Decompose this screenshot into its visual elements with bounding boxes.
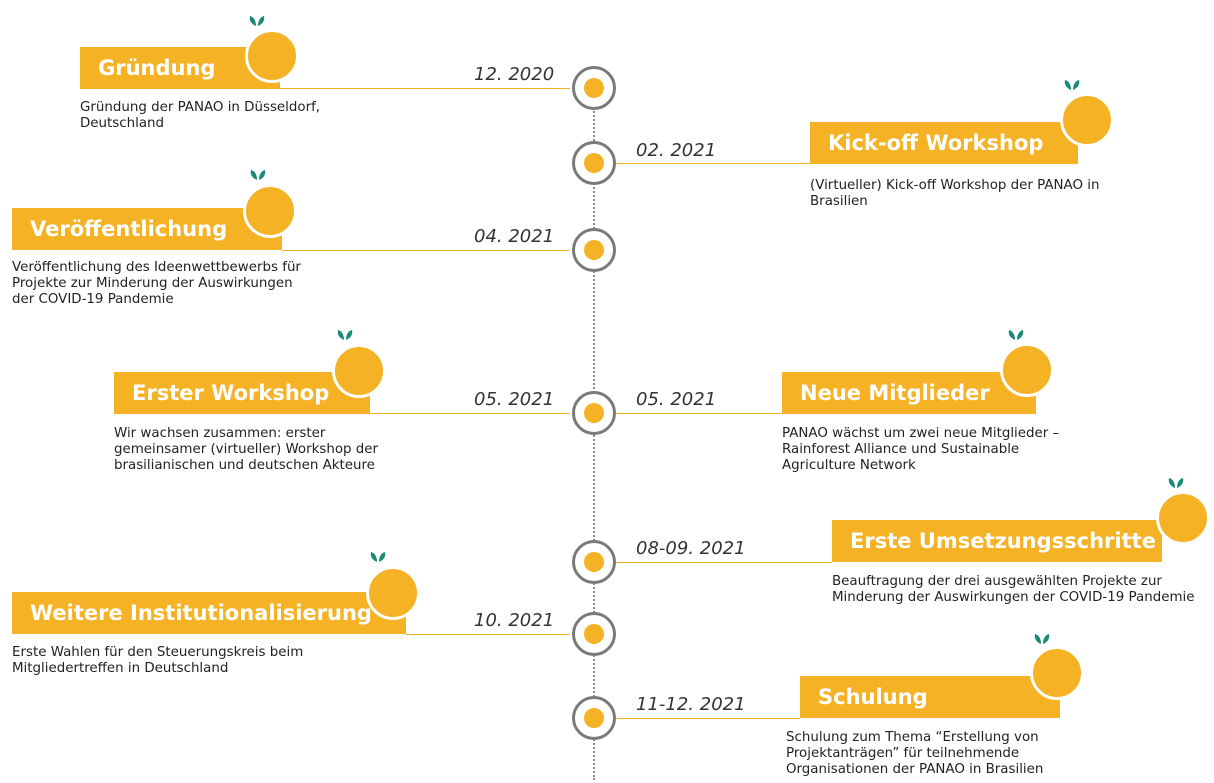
orange-fruit-icon — [366, 566, 420, 620]
event-date: 10. 2021 — [474, 610, 555, 631]
event-title: Neue Mitglieder — [782, 372, 1036, 414]
leaf-icon — [1008, 330, 1024, 340]
event-description: PANAO wächst um zwei neue Mitglieder – R… — [782, 426, 1060, 473]
event-title: Schulung — [800, 676, 1060, 718]
event-date: 04. 2021 — [474, 226, 555, 247]
orange-fruit-icon — [1156, 491, 1210, 545]
event-description: Veröffentlichung des Ideenwettbewerbs fü… — [12, 260, 301, 307]
event-description: Beauftragung der drei ausgewählten Proje… — [832, 574, 1195, 605]
event-description: Gründung der PANAO in Düsseldorf, Deutsc… — [80, 100, 321, 131]
event-description: Wir wachsen zusammen: erster gemeinsamer… — [114, 426, 379, 473]
timeline-node — [572, 66, 616, 110]
leaf-icon — [370, 552, 386, 562]
event-title: Veröffentlichung — [12, 208, 282, 250]
leaf-icon — [337, 330, 353, 340]
timeline-node — [572, 228, 616, 272]
timeline-node — [572, 612, 616, 656]
timeline-node — [572, 391, 616, 435]
leaf-icon — [250, 170, 266, 180]
orange-fruit-icon — [1030, 646, 1084, 700]
event-description: Schulung zum Thema “Erstellung von Proje… — [786, 730, 1044, 777]
timeline-node — [572, 540, 616, 584]
leaf-icon — [249, 16, 265, 26]
timeline-spine — [593, 104, 595, 780]
leaf-icon — [1034, 634, 1050, 644]
orange-fruit-icon — [245, 29, 299, 83]
orange-fruit-icon — [1000, 343, 1054, 397]
event-title: Kick-off Workshop — [810, 122, 1078, 164]
orange-fruit-icon — [1060, 93, 1114, 147]
event-date: 05. 2021 — [636, 389, 717, 410]
event-date: 05. 2021 — [474, 389, 555, 410]
leaf-icon — [1168, 478, 1184, 488]
event-date: 11-12. 2021 — [636, 694, 746, 715]
event-title: Erste Umsetzungsschritte — [832, 520, 1162, 562]
event-date: 02. 2021 — [636, 140, 717, 161]
orange-fruit-icon — [243, 184, 297, 238]
event-date: 12. 2020 — [474, 64, 555, 85]
timeline-node — [572, 696, 616, 740]
event-description: (Virtueller) Kick-off Workshop der PANAO… — [810, 178, 1100, 209]
event-title: Erster Workshop — [114, 372, 370, 414]
timeline-node — [572, 141, 616, 185]
event-description: Erste Wahlen für den Steuerungskreis bei… — [12, 645, 304, 676]
event-date: 08-09. 2021 — [636, 538, 746, 559]
leaf-icon — [1064, 80, 1080, 90]
orange-fruit-icon — [332, 344, 386, 398]
event-title: Weitere Institutionalisierung — [12, 592, 406, 634]
